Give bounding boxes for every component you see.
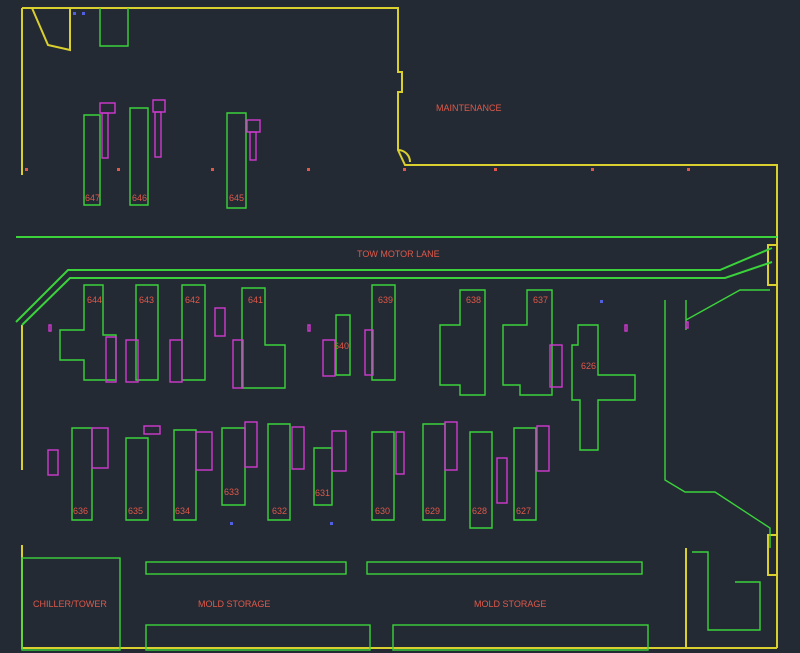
machine-label: 626: [581, 361, 596, 371]
building-walls: [21, 7, 778, 649]
machine-label: 643: [139, 295, 154, 305]
machine-label: 639: [378, 295, 393, 305]
machine-label: 637: [533, 295, 548, 305]
machine-label: 640: [334, 341, 349, 351]
machine-label: 638: [466, 295, 481, 305]
bottom-row-machines: [47, 421, 550, 529]
area-labels: MAINTENANCE TOW MOTOR LANE CHILLER/TOWER…: [33, 103, 546, 609]
machine-label: 647: [85, 193, 100, 203]
chiller-tower-label: CHILLER/TOWER: [33, 599, 107, 609]
maintenance-label: MAINTENANCE: [436, 103, 502, 113]
machine-label: 635: [128, 506, 143, 516]
machine-labels: 647 646 645 644 643 642 641 640 639 638 …: [73, 193, 596, 516]
machine-label: 645: [229, 193, 244, 203]
machine-label: 634: [175, 506, 190, 516]
machine-label: 631: [315, 488, 330, 498]
machine-label: 632: [272, 506, 287, 516]
machine-label: 641: [248, 295, 263, 305]
machine-label: 646: [132, 193, 147, 203]
middle-row-machines: [59, 284, 636, 451]
machine-label: 636: [73, 506, 88, 516]
machine-label: 644: [87, 295, 102, 305]
machine-label: 629: [425, 506, 440, 516]
machine-label: 627: [516, 506, 531, 516]
storage-outlines: [21, 8, 761, 651]
mold-storage-right-label: MOLD STORAGE: [474, 599, 546, 609]
top-row-machines: [83, 99, 261, 209]
equipment-markers: [25, 12, 690, 525]
machine-label: 642: [185, 295, 200, 305]
machine-label: 628: [472, 506, 487, 516]
mold-storage-left-label: MOLD STORAGE: [198, 599, 270, 609]
machine-label: 630: [375, 506, 390, 516]
machine-label: 633: [224, 487, 239, 497]
tow-motor-lane-label: TOW MOTOR LANE: [357, 249, 440, 259]
tow-motor-lane: [15, 236, 777, 548]
